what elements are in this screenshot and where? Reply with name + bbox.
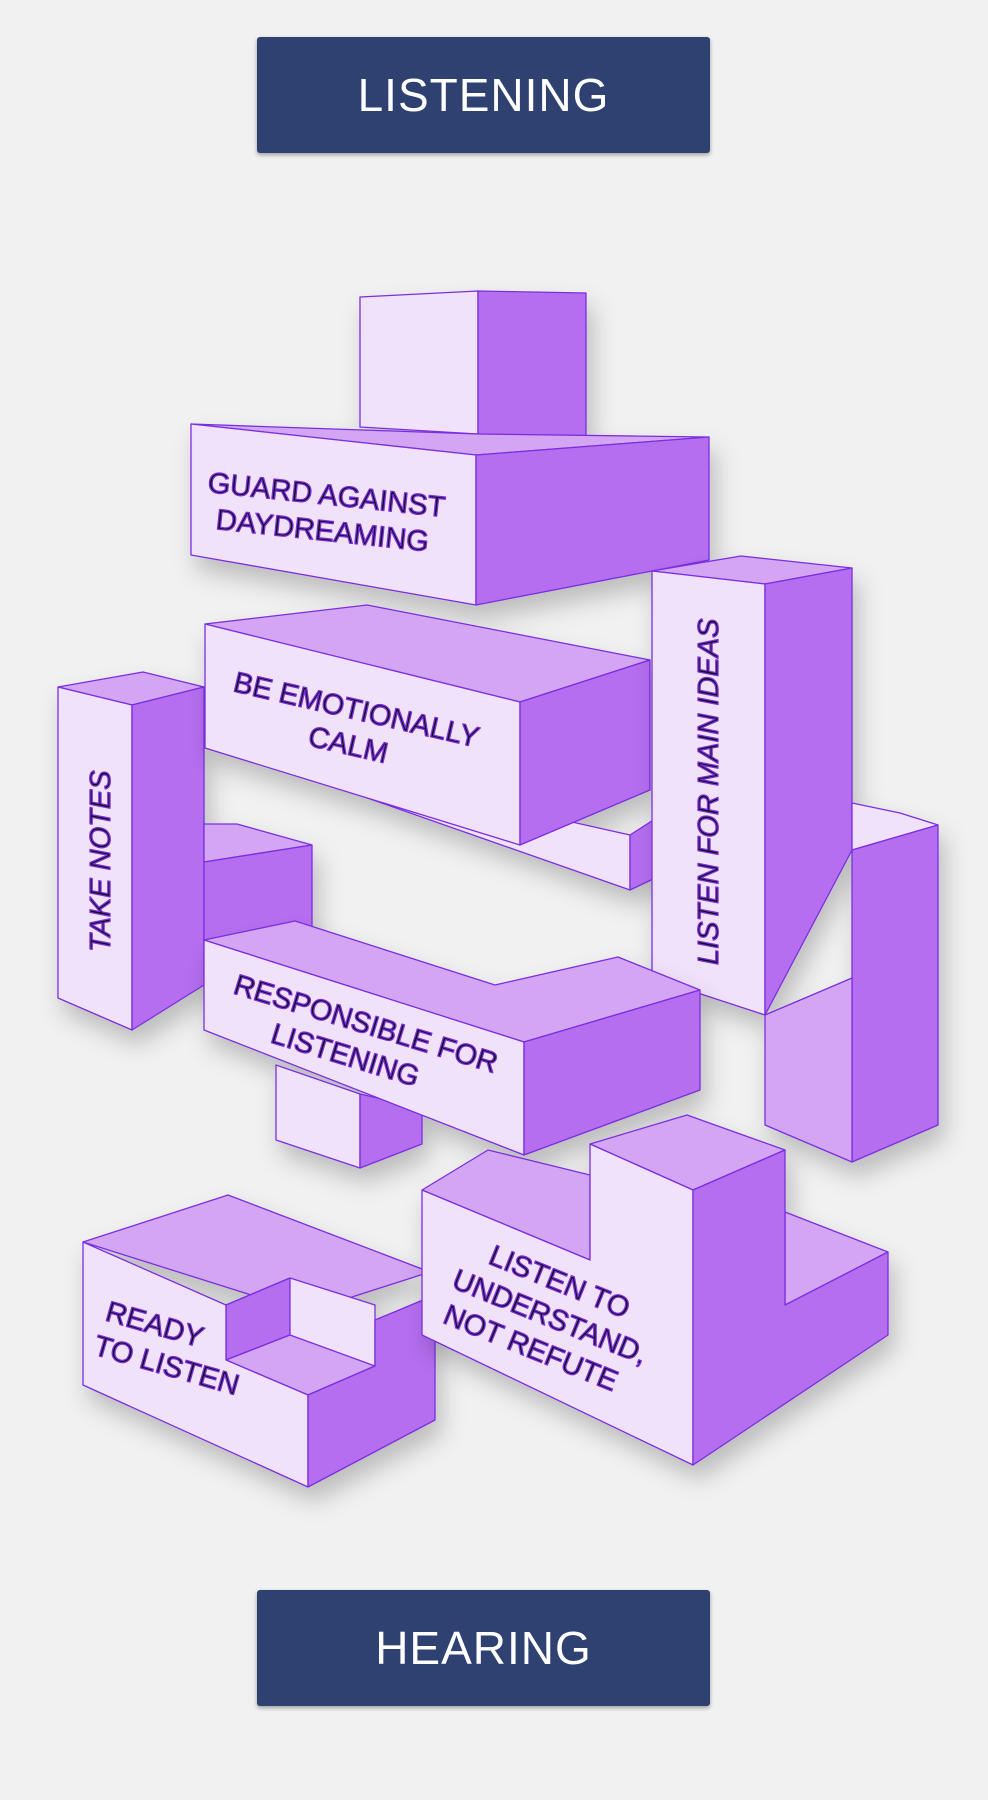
emotionally-calm-block: BE EMOTIONALLY CALM [204,604,673,891]
hearing-title: HEARING [375,1622,592,1674]
listening-banner: LISTENING [257,37,710,153]
main-ideas-label: LISTEN FOR MAIN IDEAS [693,618,725,965]
understand-block: LISTEN TO UNDERSTAND, NOT REFUTE [421,1114,889,1466]
listening-title: LISTENING [357,69,610,121]
take-notes-label: TAKE NOTES [85,770,117,952]
responsible-block: RESPONSIBLE FOR LISTENING [203,920,701,1169]
guard-daydreaming-block: GUARD AGAINST DAYDREAMING [190,290,710,606]
hearing-banner: HEARING [257,1590,710,1706]
ready-block: READY TO LISTEN [82,1194,436,1488]
take-notes-block: TAKE NOTES [57,671,313,1031]
main-ideas-block: LISTEN FOR MAIN IDEAS [651,555,939,1163]
